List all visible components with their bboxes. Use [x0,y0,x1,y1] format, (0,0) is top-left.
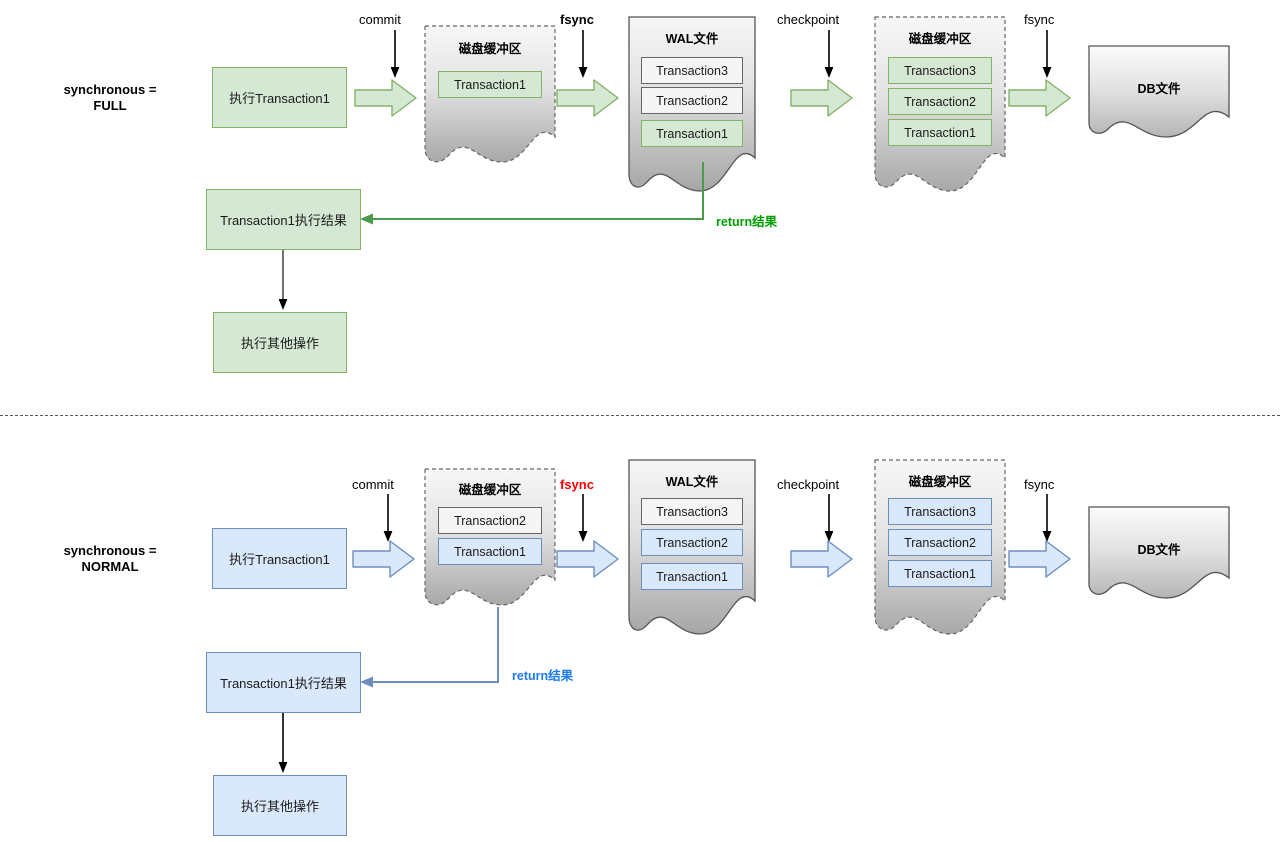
caption-commit-full: commit [359,12,401,27]
return-connector-normal [360,607,499,688]
caption-arrow-commit-full [390,30,400,78]
flow-arrow-3-full [790,79,853,117]
flow-arrow-1-normal [352,540,415,578]
result-box-normal[interactable]: Transaction1执行结果 [206,652,361,713]
chip-full-wal-0[interactable]: Transaction3 [641,57,743,84]
wal-file-title-normal: WAL文件 [665,475,719,489]
caption-arrow-fsync2-full [1042,30,1052,78]
chip-full-wal-1[interactable]: Transaction2 [641,87,743,114]
disk-buffer-2-full: 磁盘缓冲区 Transaction3 Transaction2 Transact… [874,16,1006,196]
caption-checkpoint-normal: checkpoint [777,477,840,492]
flow-arrow-3-normal [790,540,853,578]
chip-normal-buf2-0[interactable]: Transaction3 [888,498,992,525]
caption-fsync-normal: fsync [560,477,594,492]
wal-file-title-full: WAL文件 [665,32,719,46]
chip-normal-buf2-1[interactable]: Transaction2 [888,529,992,556]
return-connector-full [360,162,704,225]
flow-arrow-4-normal [1008,540,1071,578]
next-box-normal[interactable]: 执行其他操作 [213,775,347,836]
chip-full-buf2-1[interactable]: Transaction2 [888,88,992,115]
chip-normal-wal-2[interactable]: Transaction1 [641,563,743,590]
caption-checkpoint-full: checkpoint [777,12,840,27]
flow-arrow-4-full [1008,79,1071,117]
chip-full-buf1-0[interactable]: Transaction1 [438,71,542,98]
result-to-next-arrow-full [278,250,288,310]
caption-arrow-commit-normal [383,494,393,542]
disk-buffer-2-normal: 磁盘缓冲区 Transaction3 Transaction2 Transact… [874,459,1006,639]
chip-normal-wal-0[interactable]: Transaction3 [641,498,743,525]
chip-full-wal-2[interactable]: Transaction1 [641,120,743,147]
section-label-normal: synchronous = NORMAL [63,543,157,574]
caption-arrow-checkpoint-normal [824,494,834,542]
section-label-full: synchronous = FULL [63,82,157,113]
wal-file-normal: WAL文件 Transaction3 Transaction2 Transact… [628,459,756,639]
disk-buffer-1-title-normal: 磁盘缓冲区 [458,483,522,497]
result-to-next-arrow-normal [278,713,288,773]
caption-fsync-full: fsync [560,12,594,27]
db-file-normal: DB文件 [1088,506,1230,602]
chip-full-buf2-0[interactable]: Transaction3 [888,57,992,84]
start-box-normal[interactable]: 执行Transaction1 [212,528,347,589]
chip-full-buf2-2[interactable]: Transaction1 [888,119,992,146]
return-label-normal: return结果 [512,669,574,683]
caption-arrow-checkpoint-full [824,30,834,78]
wal-file-full: WAL文件 Transaction3 Transaction2 Transact… [628,16,756,196]
return-label-full: return结果 [716,215,778,229]
chip-normal-buf1-1[interactable]: Transaction1 [438,538,542,565]
chip-normal-buf1-0[interactable]: Transaction2 [438,507,542,534]
disk-buffer-2-title-normal: 磁盘缓冲区 [908,475,972,489]
caption-fsync2-full: fsync [1024,12,1055,27]
chip-normal-wal-1[interactable]: Transaction2 [641,529,743,556]
flow-arrow-1-full [354,79,417,117]
chip-normal-buf2-2[interactable]: Transaction1 [888,560,992,587]
caption-fsync2-normal: fsync [1024,477,1055,492]
db-file-title-normal: DB文件 [1137,543,1181,557]
disk-buffer-2-title-full: 磁盘缓冲区 [908,32,972,46]
disk-buffer-1-full: 磁盘缓冲区 Transaction1 [424,25,556,168]
flow-arrow-2-full [556,79,619,117]
db-file-full: DB文件 [1088,45,1230,141]
db-file-title-full: DB文件 [1137,82,1181,96]
disk-buffer-1-title-full: 磁盘缓冲区 [458,42,522,56]
result-box-full[interactable]: Transaction1执行结果 [206,189,361,250]
caption-arrow-fsync2-normal [1042,494,1052,542]
section-divider [0,415,1280,416]
flow-arrow-2-normal [556,540,619,578]
disk-buffer-1-normal: 磁盘缓冲区 Transaction2 Transaction1 [424,468,556,611]
start-box-full[interactable]: 执行Transaction1 [212,67,347,128]
next-box-full[interactable]: 执行其他操作 [213,312,347,373]
caption-arrow-fsync-full [578,30,588,78]
caption-commit-normal: commit [352,477,394,492]
caption-arrow-fsync-normal [578,494,588,542]
